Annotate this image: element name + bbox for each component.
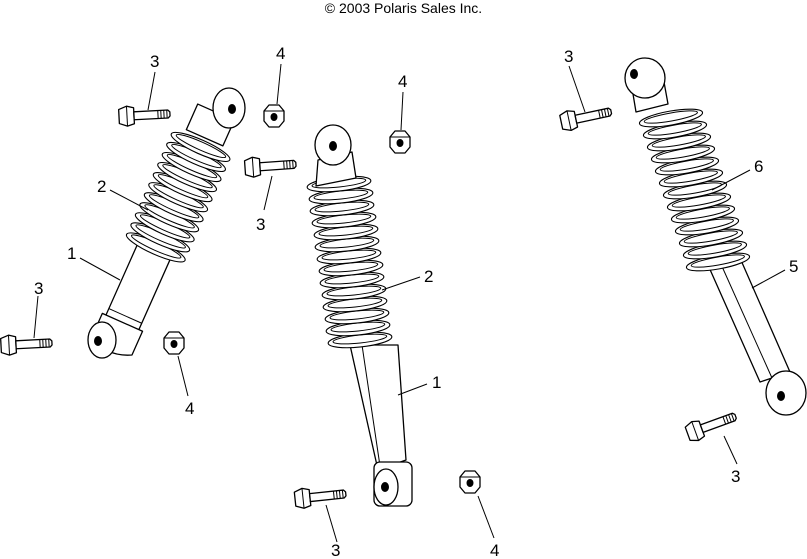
spring-right — [637, 104, 752, 276]
bolt-1 — [117, 103, 172, 128]
spring-left — [123, 126, 234, 268]
callout-label: 3 — [150, 52, 159, 71]
callout-label: 5 — [789, 257, 798, 276]
callout-label: 4 — [185, 399, 194, 418]
callout-label: 3 — [731, 467, 740, 486]
shock-right — [624, 57, 807, 416]
shock-center — [305, 124, 413, 507]
nut-3 — [163, 331, 185, 355]
bolt-2 — [243, 153, 298, 179]
copyright-notice: © 2003 Polaris Sales Inc. — [324, 0, 483, 16]
callout-label: 4 — [490, 541, 499, 559]
shock-left — [87, 87, 246, 359]
nut-2 — [389, 130, 411, 154]
callout-label: 3 — [256, 215, 265, 234]
bolt-5 — [683, 406, 740, 444]
lower-eye-left — [87, 321, 117, 359]
callout-label: 2 — [97, 177, 106, 196]
lower-eye-right — [765, 370, 807, 416]
bolt-6 — [293, 483, 348, 510]
callout-label: 4 — [276, 44, 285, 63]
callout-label: 2 — [424, 267, 433, 286]
callout-label: 6 — [754, 157, 763, 176]
nut-4 — [459, 470, 481, 494]
callout-label: 4 — [398, 72, 407, 91]
callout-label: 1 — [67, 244, 76, 263]
callout-label: 3 — [564, 47, 573, 66]
bolt-3 — [0, 332, 54, 357]
callout-label: 3 — [331, 541, 340, 559]
spring-center — [305, 173, 394, 351]
callout-label: 1 — [432, 373, 441, 392]
callout-label: 3 — [34, 279, 43, 298]
upper-eye-right — [624, 57, 666, 99]
bolt-4 — [558, 101, 614, 133]
leader-lines — [33, 63, 786, 543]
nut-1 — [263, 104, 285, 128]
